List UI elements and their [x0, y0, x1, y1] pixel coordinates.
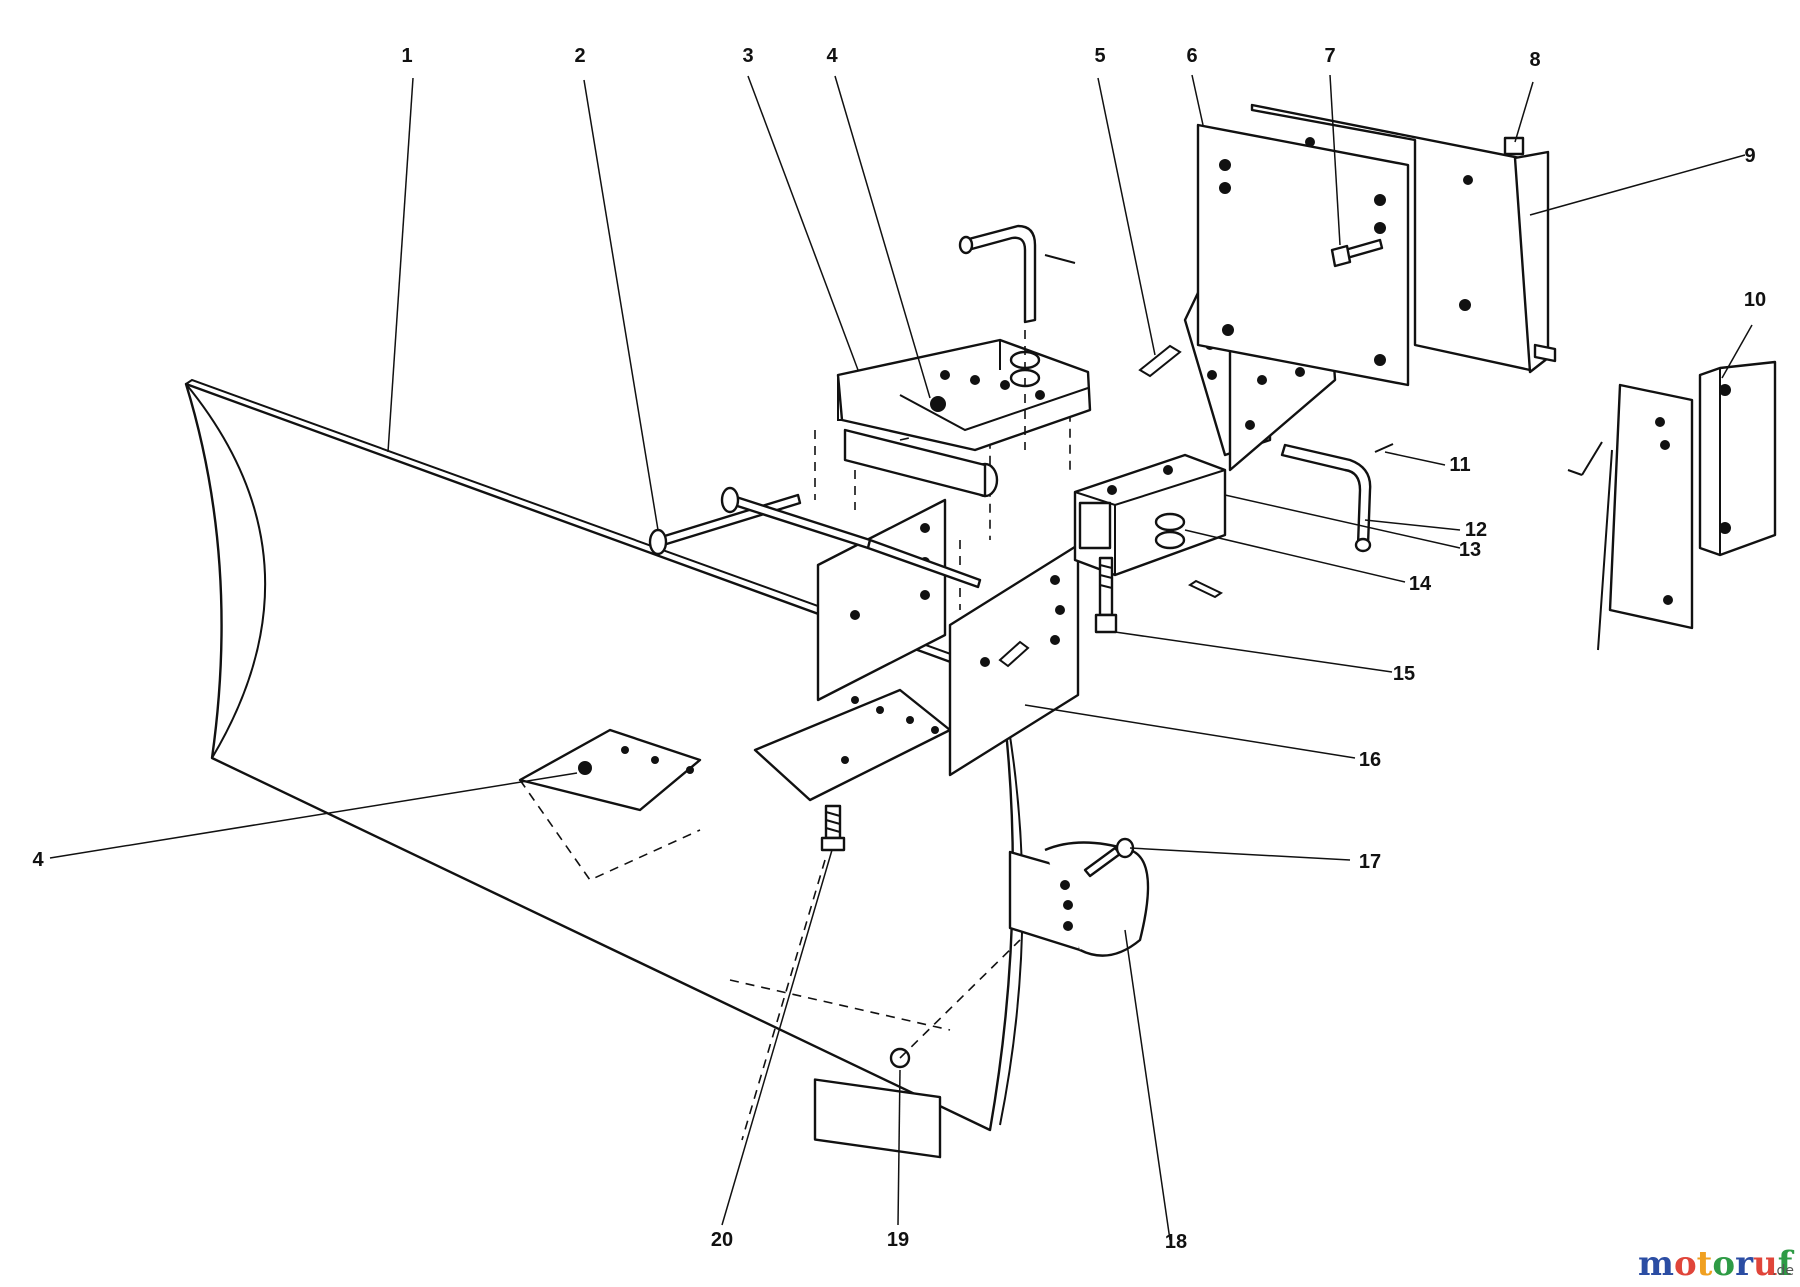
callout-7: 7 — [1324, 45, 1335, 67]
hairpin-clip-5 — [1138, 344, 1182, 378]
spring-clip-icon — [1044, 254, 1076, 264]
frame-plate-6 — [1196, 123, 1410, 387]
hitch-tube — [1073, 453, 1227, 577]
callout-17: 17 — [1359, 851, 1381, 873]
skid-shoe — [1008, 841, 1150, 957]
blade-brace — [813, 1078, 942, 1159]
leader-lines — [49, 74, 1753, 1241]
nut-icon — [1503, 136, 1525, 156]
blade-bracket-right — [948, 543, 1080, 777]
bolt-20 — [820, 804, 846, 852]
callout-4-left: 4 — [32, 849, 44, 871]
callout-6: 6 — [1186, 45, 1197, 67]
callout-15: 15 — [1393, 663, 1415, 685]
side-bracket-10 — [1698, 360, 1777, 557]
callout-2: 2 — [574, 45, 585, 67]
watermark-letter: m — [1638, 1244, 1674, 1284]
stud-icon — [1533, 343, 1557, 363]
side-panel — [1567, 383, 1694, 651]
callout-1: 1 — [401, 45, 412, 67]
callout-12: 12 — [1465, 519, 1487, 541]
callout-9: 9 — [1744, 145, 1755, 167]
callout-10: 10 — [1744, 289, 1766, 311]
lock-pin-lower — [1280, 443, 1394, 553]
nut-icon — [578, 761, 592, 775]
mount-plate-left — [518, 728, 702, 882]
watermark-letter: u — [1753, 1244, 1778, 1284]
callout-18: 18 — [1165, 1231, 1187, 1253]
spring-clip-icon — [1374, 443, 1394, 453]
callout-13: 13 — [1459, 539, 1481, 561]
nut-icon — [930, 396, 946, 412]
callout-labels: 1 2 3 4 4 5 6 7 8 9 10 11 12 13 14 15 16… — [32, 45, 1766, 1253]
cotter-pin-icon — [1187, 579, 1224, 599]
bolt-15 — [1094, 556, 1118, 634]
bolt-7 — [1330, 238, 1384, 268]
callout-14: 14 — [1409, 573, 1432, 595]
watermark-letter: t — [1697, 1244, 1713, 1284]
callout-19: 19 — [887, 1229, 909, 1251]
callout-20: 20 — [711, 1229, 733, 1251]
callout-11: 11 — [1449, 454, 1470, 476]
svg-text:motoruf: motoruf — [1638, 1244, 1795, 1284]
watermark-letter: o — [1712, 1244, 1735, 1284]
callout-8: 8 — [1529, 49, 1540, 71]
blade-bracket-left — [816, 498, 947, 702]
bolt-17 — [1083, 837, 1135, 878]
washers-14 — [1154, 512, 1224, 599]
pivot-channel — [836, 338, 1092, 498]
motoruf-watermark: motoruf .de — [1638, 1244, 1795, 1284]
callout-4-top: 4 — [826, 45, 838, 67]
watermark-letter: r — [1735, 1244, 1754, 1284]
watermark-suffix: .de — [1772, 1263, 1794, 1279]
watermark-letter: f — [1778, 1244, 1795, 1284]
callout-3: 3 — [742, 45, 753, 67]
watermark-letter: o — [1674, 1244, 1697, 1284]
pivot-pin — [648, 486, 982, 589]
callout-5: 5 — [1094, 45, 1105, 67]
callout-16: 16 — [1359, 749, 1381, 771]
frame-bracket-9 — [1250, 103, 1557, 374]
cotter-pin-icon — [998, 640, 1030, 668]
lock-pin-upper — [958, 224, 1076, 450]
